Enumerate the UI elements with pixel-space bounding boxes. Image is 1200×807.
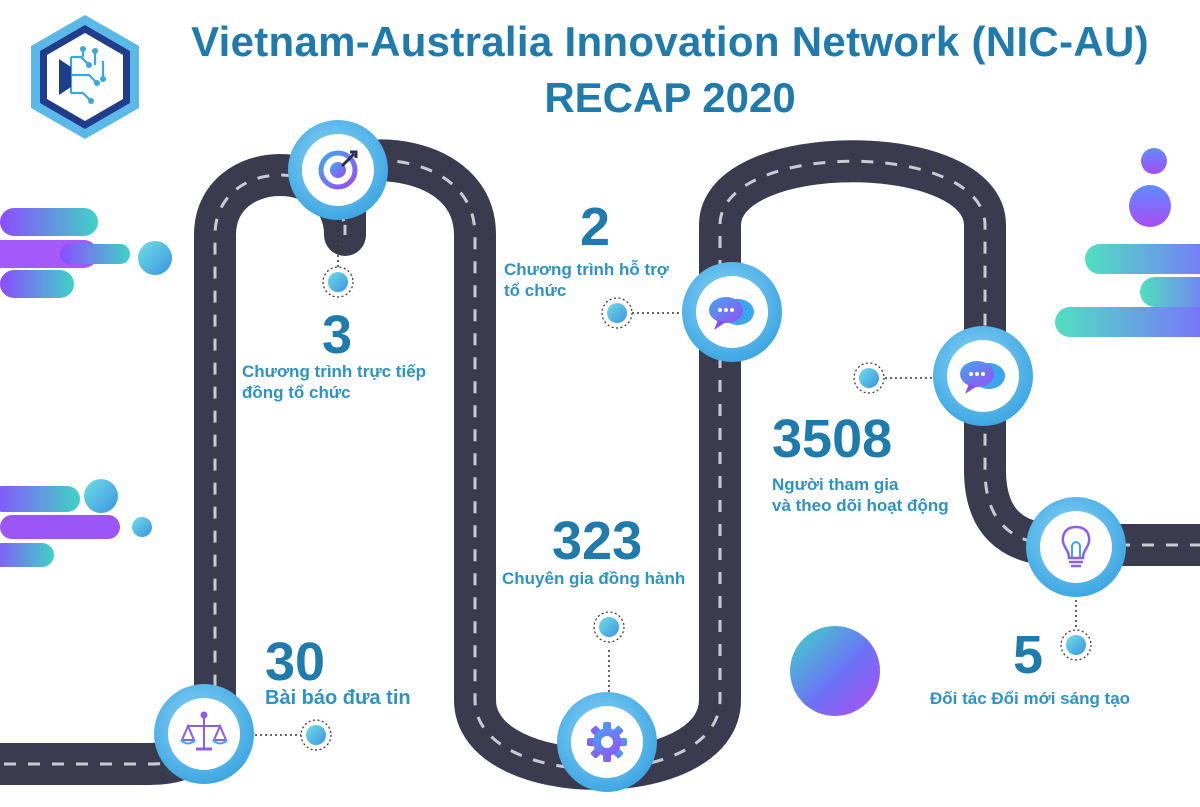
scales-icon [180,711,228,751]
page-subtitle: RECAP 2020 [544,74,796,121]
stat-label: Chuyên gia đồng hành [502,569,686,588]
milestone-node-scales [154,684,254,784]
winding-road [0,139,1200,790]
stat-label: tổ chức [504,281,567,300]
connector-dots [300,266,1092,751]
stat-label: Người tham gia [772,475,899,494]
milestone-node-gear [557,692,657,792]
stat-number: 5 [1013,625,1044,685]
target-icon [318,150,358,190]
lightbulb-icon [1061,525,1091,568]
milestone-node-target [288,120,388,220]
nic-au-logo [31,15,139,139]
decor-right-top [1055,148,1200,337]
decor-left-bottom [0,479,152,567]
chat-bubbles-icon [960,361,1005,394]
milestone-node-chat-1 [682,262,782,362]
decor-gradient-ball [790,626,880,716]
stat-number: 30 [265,632,326,692]
stat-label: Bài báo đưa tin [265,687,411,709]
chat-bubbles-icon [709,297,754,330]
stat-number: 3508 [772,409,893,469]
stat-number: 323 [552,511,643,571]
connectors [255,195,1077,736]
stat-label: Chương trình hỗ trợ [504,260,669,279]
stat-label: Đối tác Đổi mới sáng tạo [930,689,1131,708]
gear-icon [587,722,627,762]
stat-number: 3 [322,305,353,365]
milestone-node-lightbulb [1026,497,1126,597]
stat-label: và theo dõi hoạt động [772,496,949,515]
stat-label: đồng tổ chức [242,383,351,402]
stat-number: 2 [580,197,611,257]
stat-label: Chương trình trực tiếp [242,362,427,381]
decor-left-top [0,208,172,298]
milestone-node-chat-2 [933,326,1033,426]
page-title: Vietnam-Australia Innovation Network (NI… [191,18,1149,65]
